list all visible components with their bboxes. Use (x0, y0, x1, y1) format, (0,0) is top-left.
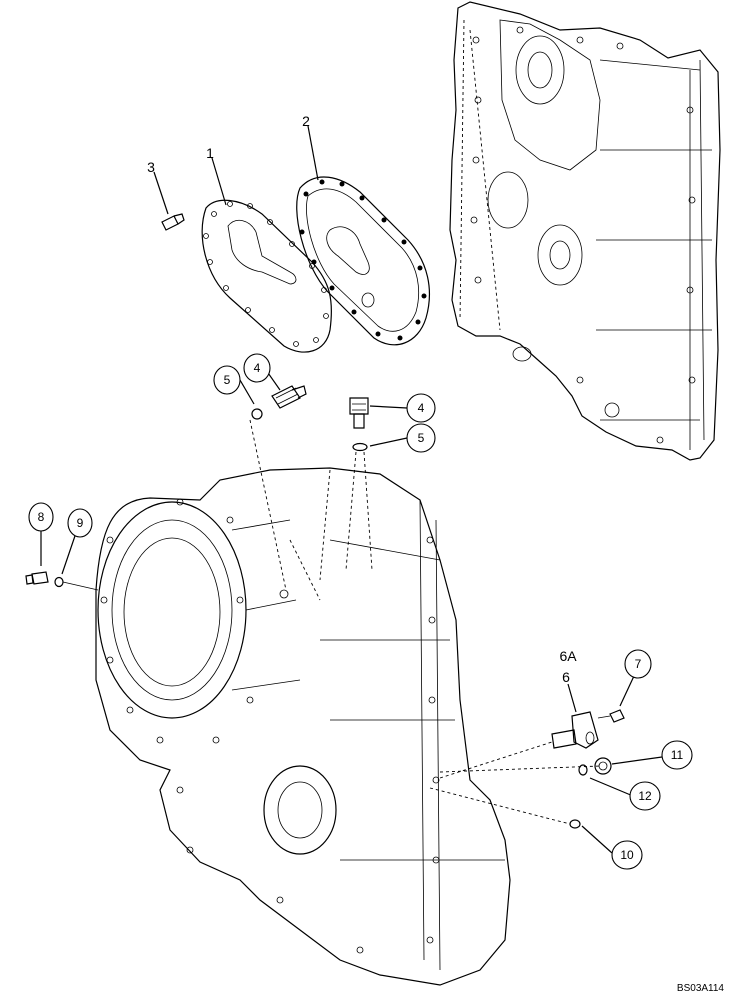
callout-6: 6 (562, 669, 570, 685)
callout-5-right: 5 (406, 423, 436, 453)
callout-10: 10 (611, 840, 643, 870)
o-ring-plug (578, 764, 588, 776)
callout-12: 12 (629, 781, 661, 811)
callout-3-label: 3 (147, 159, 155, 175)
o-ring-left (251, 408, 263, 420)
assembly-guide-lines (429, 741, 601, 825)
callout-11-label: 11 (671, 748, 684, 762)
transmission-housing (95, 467, 511, 986)
plug (594, 757, 612, 775)
callout-5-right-label: 5 (418, 431, 425, 445)
housing-cover (449, 1, 721, 461)
o-ring-sender (54, 576, 64, 588)
bolt (161, 213, 185, 231)
callout-12-label: 12 (638, 789, 652, 803)
gasket (296, 176, 431, 346)
callout-4-right-label: 4 (418, 401, 425, 415)
leader-lines (40, 125, 663, 854)
assembly-guide-line-top (345, 451, 373, 571)
callout-4-left-label: 4 (254, 361, 261, 375)
callout-5-left: 5 (213, 365, 241, 395)
callout-9-label: 9 (77, 516, 84, 530)
callout-2: 2 (302, 113, 310, 129)
callout-8: 8 (28, 502, 54, 532)
pressure-sender (25, 571, 49, 585)
callout-2-label: 2 (302, 113, 310, 129)
callout-10-label: 10 (620, 848, 634, 862)
callout-11: 11 (661, 740, 693, 770)
speed-sensor-right (349, 397, 369, 429)
callout-1-label: 1 (206, 145, 214, 161)
screw (597, 709, 625, 723)
callout-6a-label: 6A (559, 648, 577, 664)
assembly-guide-line-left (249, 419, 287, 591)
callout-6-label: 6 (562, 669, 570, 685)
reference-code: BS03A114 (676, 983, 724, 994)
callout-4-right: 4 (406, 393, 436, 423)
callout-7-label: 7 (635, 657, 642, 671)
callout-8-label: 8 (38, 510, 45, 524)
callout-5-left-label: 5 (224, 373, 231, 387)
callout-1: 1 (206, 145, 214, 161)
callout-9: 9 (67, 508, 93, 538)
callout-3: 3 (147, 159, 155, 175)
speed-sensor-left (271, 385, 307, 409)
cover-plate (201, 199, 333, 353)
sender-leader (62, 581, 99, 591)
cap (569, 819, 581, 829)
callout-6a: 6A (559, 648, 577, 664)
callout-4-left: 4 (243, 353, 271, 383)
range-sensor (551, 711, 599, 749)
callout-7: 7 (624, 649, 652, 679)
o-ring-right (352, 442, 368, 452)
